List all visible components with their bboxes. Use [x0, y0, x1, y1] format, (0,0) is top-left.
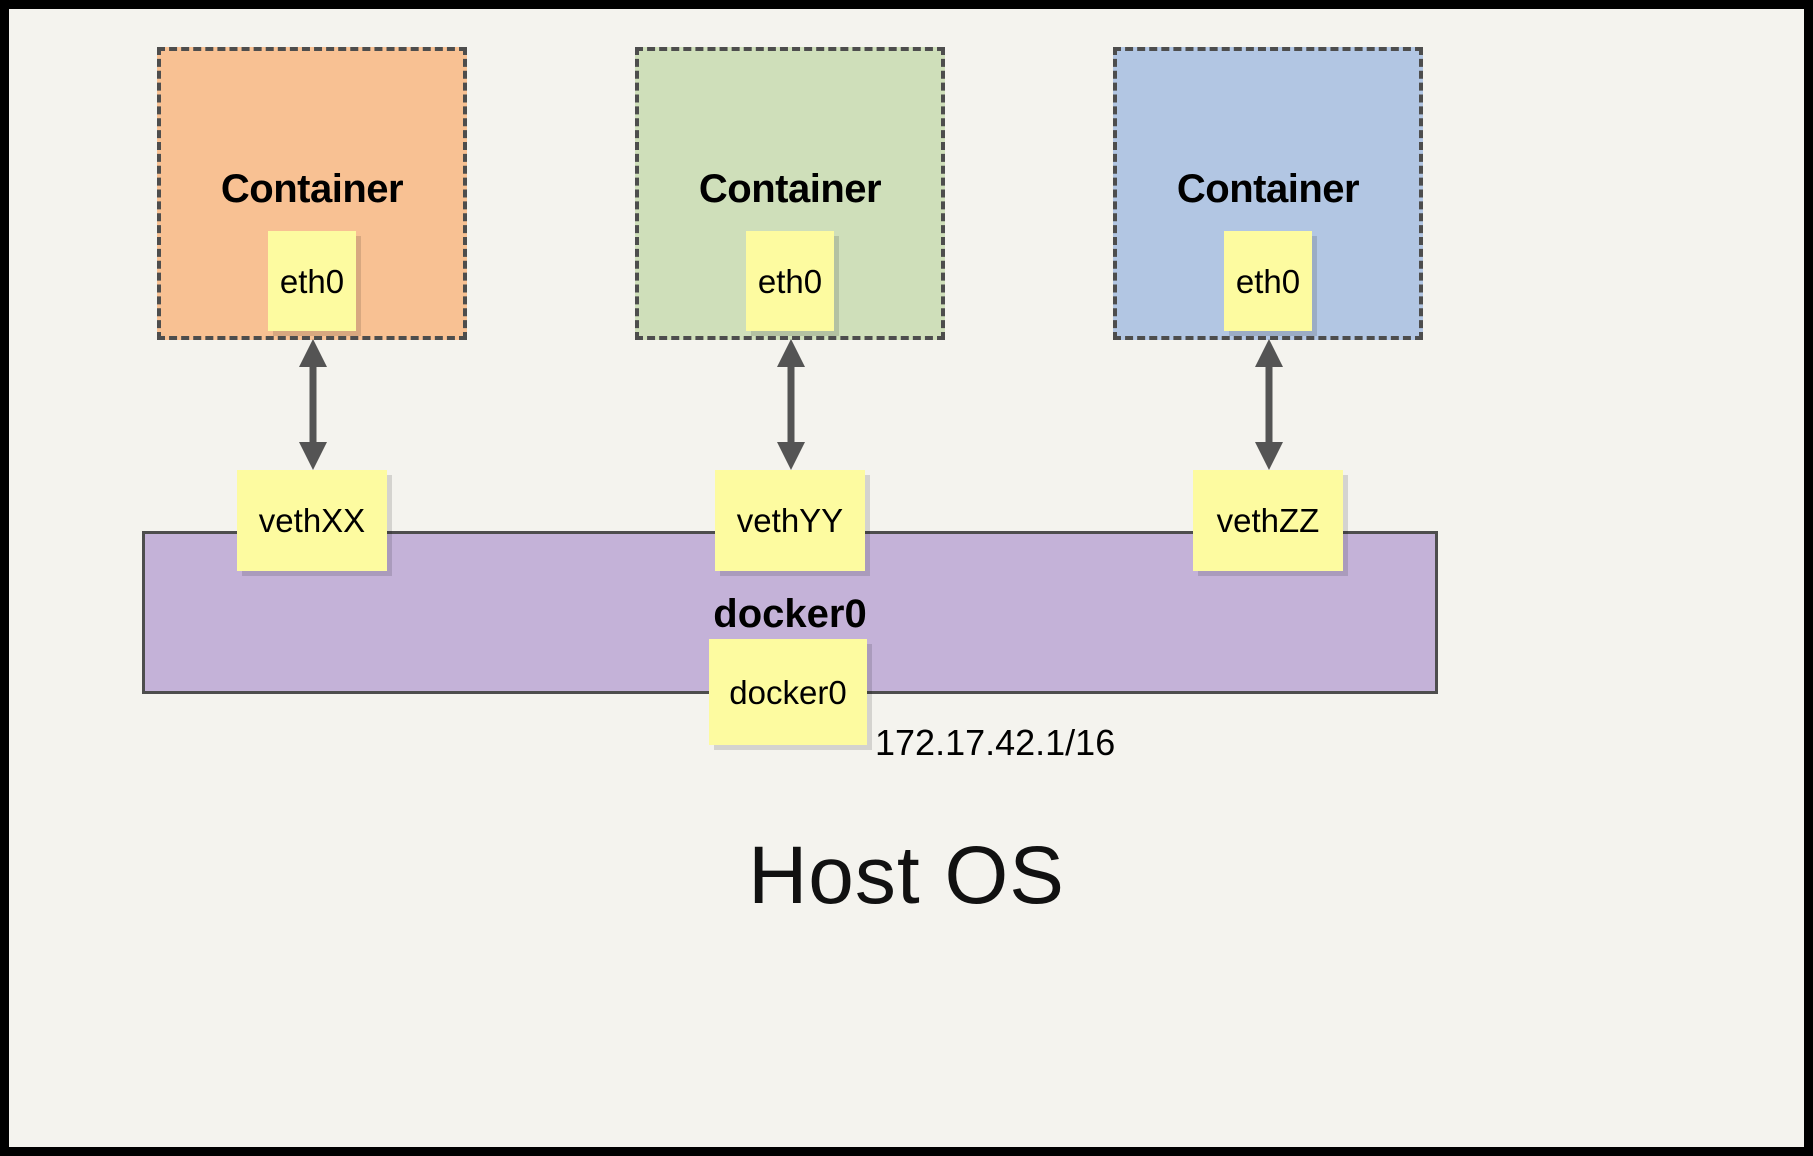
container-title-2: Container [698, 167, 882, 211]
docker0-interface-label: docker0 [729, 673, 847, 711]
container-eth0-box-2[interactable]: eth0 [746, 231, 834, 331]
veth-box-3[interactable]: vethZZ [1193, 470, 1343, 571]
veth-link-arrow-3 [1255, 339, 1283, 470]
veth-label-1: vethXX [258, 502, 366, 539]
docker0-ip-label: 172.17.42.1/16 [875, 722, 1116, 763]
veth-label-2: vethYY [736, 502, 844, 539]
container-title-1: Container [220, 167, 404, 211]
container-eth0-box-3[interactable]: eth0 [1224, 231, 1312, 331]
container-eth0-label-1: eth0 [279, 262, 345, 300]
veth-link-arrow-1 [299, 339, 327, 470]
veth-link-arrow-2 [777, 339, 805, 470]
container-eth0-label-2: eth0 [757, 262, 823, 300]
host-os-title: Host OS [748, 830, 1065, 921]
veth-box-1[interactable]: vethXX [237, 470, 387, 571]
docker0-interface-box[interactable]: docker0 [709, 639, 867, 745]
diagram-canvas: Container eth0 Container eth0 Container … [9, 9, 1804, 1147]
container-title-3: Container [1176, 167, 1360, 211]
container-eth0-box-1[interactable]: eth0 [268, 231, 356, 331]
veth-label-3: vethZZ [1216, 502, 1320, 539]
container-box-3[interactable] [1113, 47, 1423, 340]
docker0-bridge-title: docker0 [713, 592, 867, 636]
container-eth0-label-3: eth0 [1235, 262, 1301, 300]
veth-box-2[interactable]: vethYY [715, 470, 865, 571]
